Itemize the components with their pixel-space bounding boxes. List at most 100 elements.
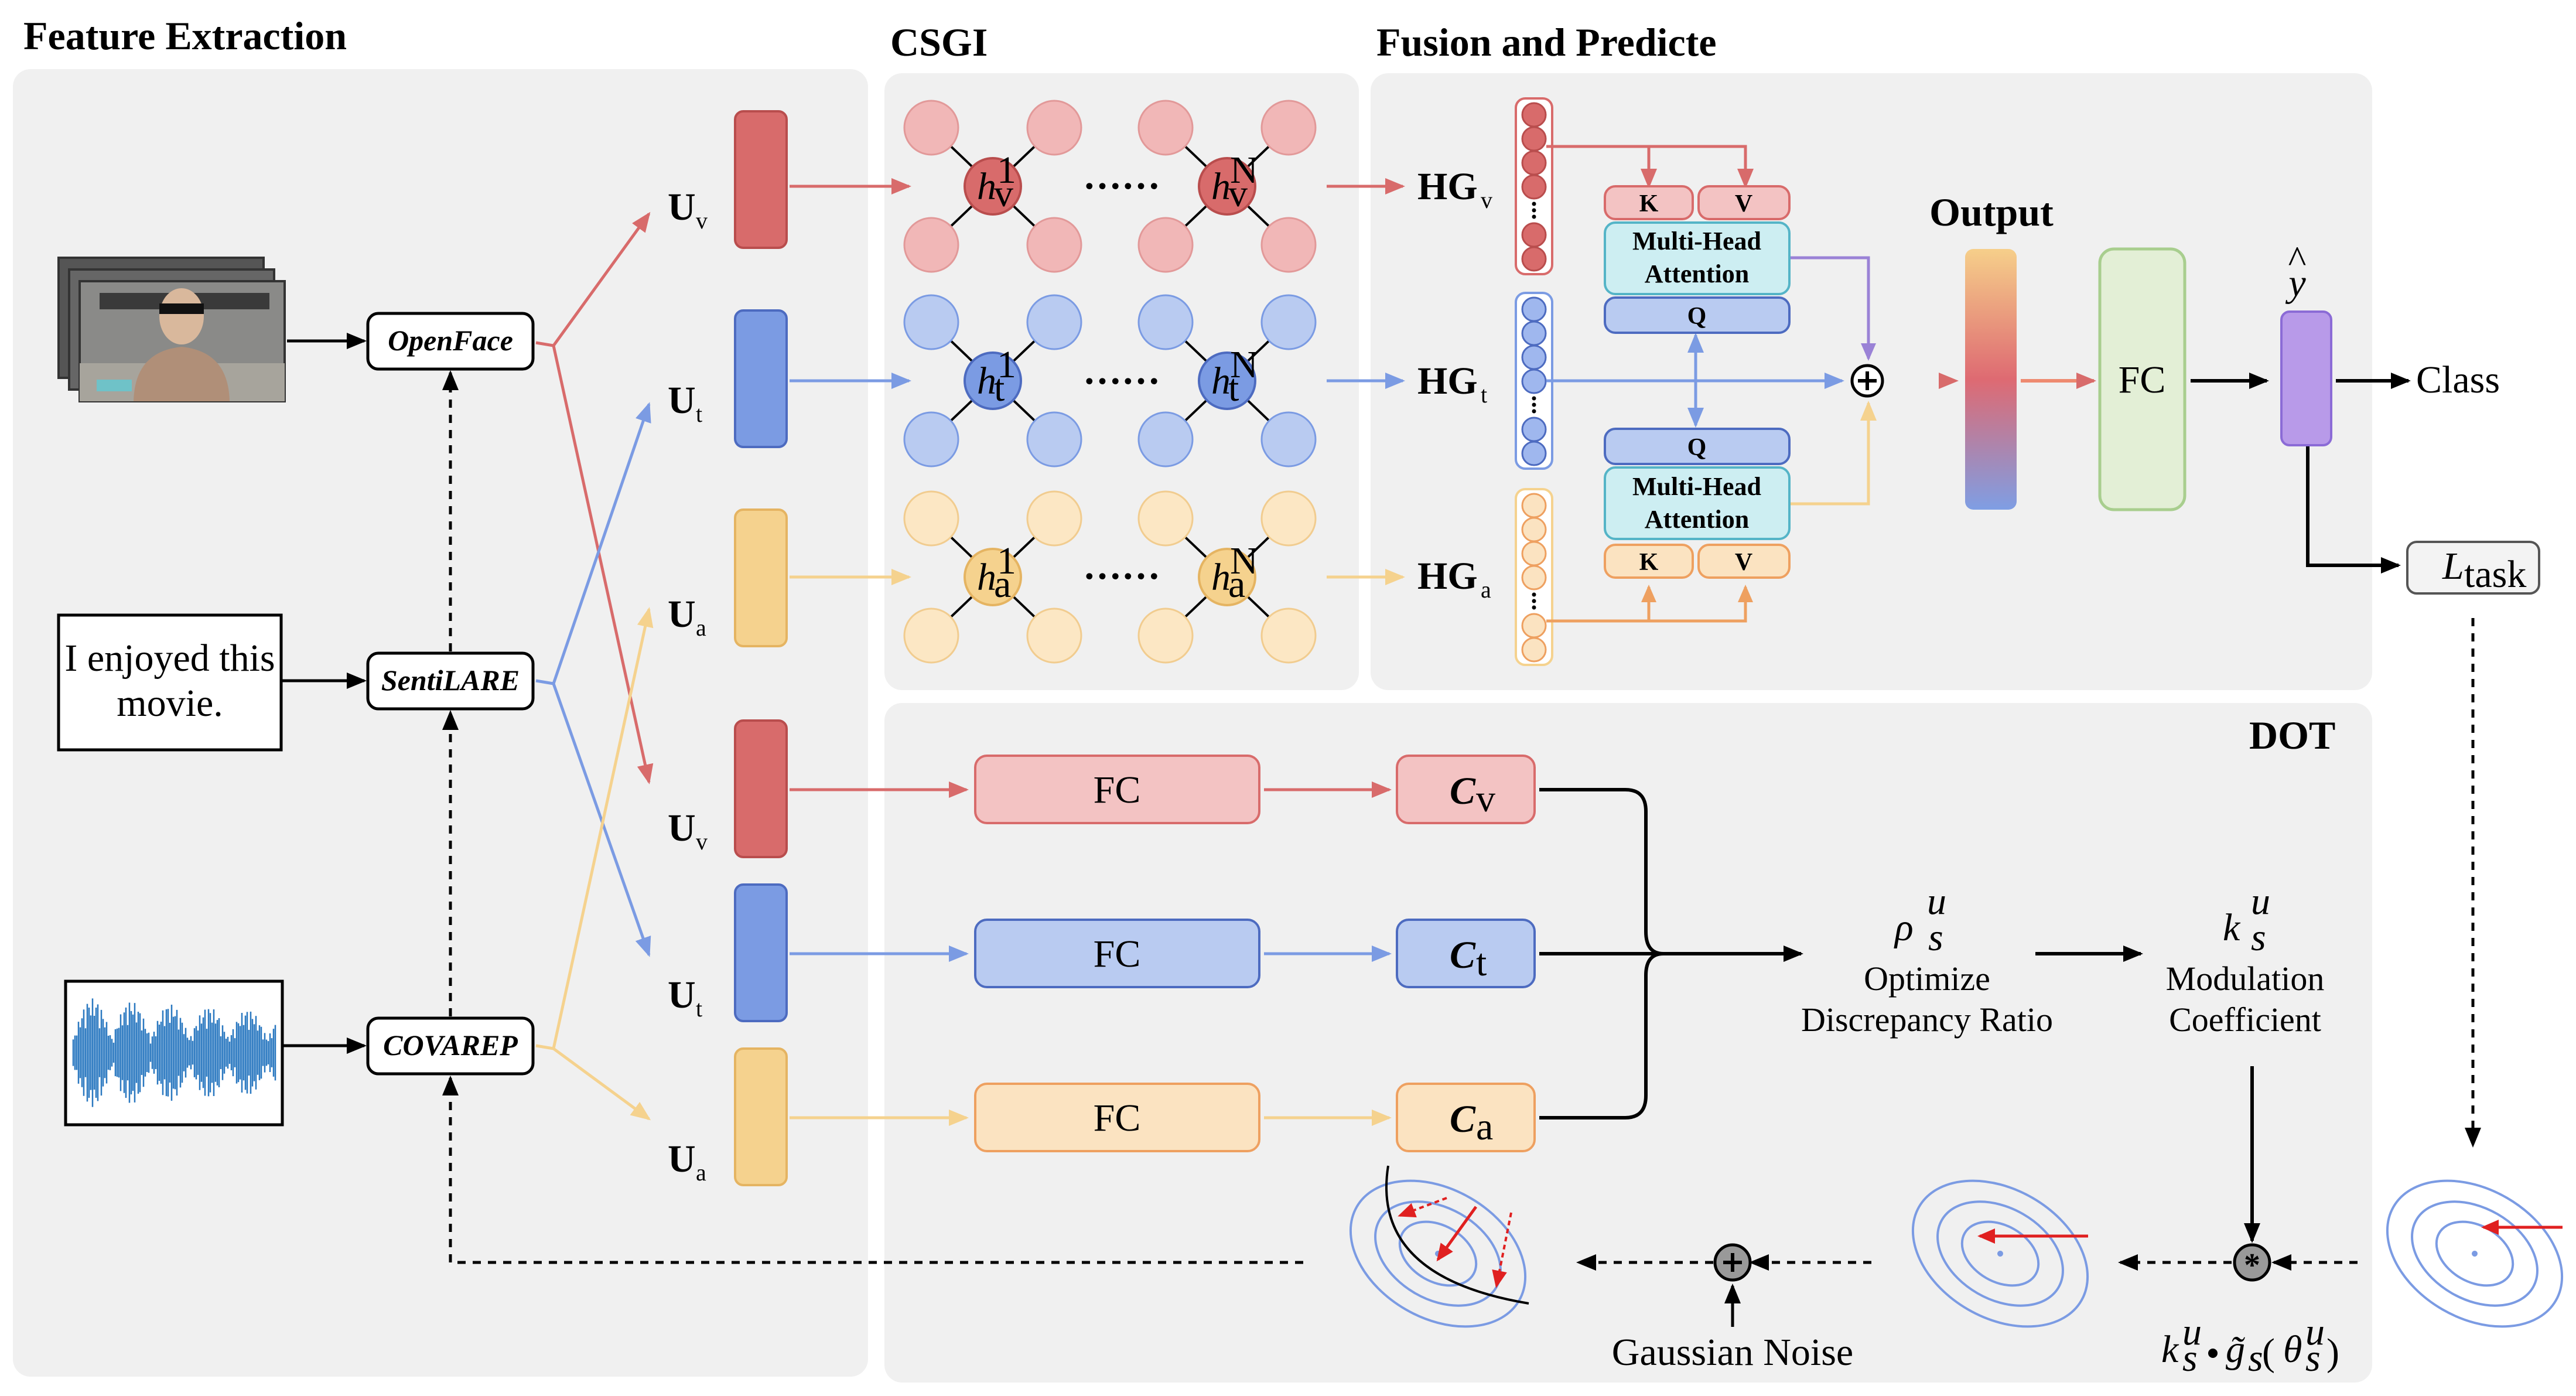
hg-t-base: HG: [1417, 360, 1478, 402]
text-input-line1: I enjoyed this: [64, 637, 275, 680]
ltask-base: L: [2442, 545, 2464, 588]
mha-bottom-line1: Multi-Head: [1632, 472, 1761, 501]
ut-bottom-base: U: [668, 974, 696, 1016]
hg-node-stacks: [1515, 97, 1553, 666]
ut-bottom-label: U t: [668, 974, 702, 1022]
h-v-n-base: h: [1211, 165, 1231, 208]
graph-center-node-a-n: [1198, 548, 1256, 606]
graph-neighbor-node: [1260, 607, 1317, 664]
noise-arrow-2: [1492, 1212, 1512, 1288]
class-label: Class: [2416, 359, 2500, 401]
k-top-label: K: [1639, 190, 1659, 217]
formula-k-sup: u: [2182, 1310, 2202, 1353]
graph-center-node-t-1: [964, 351, 1022, 410]
merge-bracket-bottom: [1539, 952, 1664, 1119]
graph-neighbor-node: [1026, 607, 1082, 664]
mha-top-box: [1604, 221, 1791, 295]
modulated-gradient-formula: k u s g̃ s ( θ u s ): [2161, 1310, 2339, 1380]
graph-neighbor-node: [1260, 100, 1317, 156]
formula-k-sub: s: [2182, 1337, 2198, 1380]
output-label: Output: [1929, 190, 2054, 234]
hg-stack-node: [1521, 126, 1547, 152]
csgi-panel: [884, 73, 1359, 690]
hg-stack-dot: [1532, 396, 1536, 401]
dot-fc-a-label: FC: [1094, 1097, 1141, 1139]
feature-extraction-title: Feature Extraction: [23, 13, 347, 58]
v-bottom-box: [1697, 544, 1791, 579]
loss-contour-middle: [1911, 1179, 2089, 1328]
hg-stack-node: [1521, 222, 1547, 248]
loss-contour-plots: [1349, 1165, 2564, 1328]
graph-neighbor-node: [1026, 490, 1082, 547]
gaussian-noise-label: Gaussian Noise: [1612, 1331, 1853, 1374]
graph-neighbor-node: [1260, 411, 1317, 467]
contour-ring: [2411, 1200, 2539, 1307]
attention-bottom-block: Q Multi-Head Attention K V: [1604, 428, 1791, 579]
ua-top-sub: a: [696, 615, 706, 641]
openface-box: [366, 312, 535, 371]
hg-stack-dot: [1532, 599, 1536, 603]
text-input-box: I enjoyed this movie.: [57, 613, 283, 752]
k-bottom-label: K: [1639, 549, 1659, 576]
hg-stack-node: [1521, 417, 1547, 442]
uv-bottom-base: U: [668, 807, 696, 849]
q-bottom-label: Q: [1687, 434, 1707, 461]
sentilare-box: [366, 651, 535, 711]
uv-top-base: U: [668, 186, 696, 228]
hg-stack-dot: [1532, 202, 1536, 206]
cv-sub: v: [1476, 777, 1495, 820]
ct-base: C: [1450, 934, 1476, 977]
rho-desc-line1: Optimize: [1864, 960, 1990, 998]
graph-neighbor-node: [1137, 490, 1194, 547]
covarep-box: [366, 1016, 535, 1076]
ltask-box: [2406, 541, 2540, 595]
audio-waveform-image: [64, 979, 284, 1127]
graph-neighbor-node: [903, 100, 959, 156]
mha-top-line1: Multi-Head: [1632, 227, 1761, 255]
ua-bottom-sub: a: [696, 1159, 706, 1186]
v-top-label: V: [1735, 190, 1752, 217]
noisy-gradient-arrow: [1436, 1206, 1478, 1262]
hg-a-label: HG a: [1417, 555, 1491, 603]
k-sup: u: [2251, 880, 2270, 923]
csgi-t-ellipsis: ……: [1083, 350, 1160, 392]
uv-bottom-bar: [734, 719, 788, 858]
h-a-1-sup: 1: [997, 540, 1016, 582]
graph-neighbor-node: [903, 490, 959, 547]
graph-neighbor-node: [1026, 411, 1082, 467]
cv-base: C: [1450, 770, 1476, 813]
dot-fc-v-box: [974, 755, 1260, 824]
svg-text:): ): [2326, 1331, 2339, 1374]
k-sub: s: [2251, 916, 2266, 959]
h-a-n-sub: a: [1228, 563, 1245, 606]
ca-box: [1396, 1083, 1536, 1152]
ct-sub: t: [1476, 941, 1487, 984]
dot-fc-t-label: FC: [1094, 933, 1141, 975]
hg-stack-node: [1521, 565, 1547, 591]
formula-theta-sub: s: [2305, 1337, 2321, 1380]
formula-g: g̃: [2226, 1328, 2246, 1371]
multiply-icon: *: [2233, 1243, 2271, 1284]
hg-stack-node: [1521, 246, 1547, 272]
covarep-label: COVAREP: [383, 1029, 518, 1061]
ua-bottom-bar: [734, 1047, 788, 1186]
graph-neighbor-node: [1137, 294, 1194, 350]
ca-sub: a: [1476, 1105, 1493, 1148]
ua-top-label: U a: [668, 593, 706, 641]
uv-top-label: U v: [668, 186, 708, 234]
hgv-to-v-top: [1546, 145, 1754, 189]
h-v-1-sup: 1: [997, 149, 1016, 192]
openface-label: OpenFace: [388, 324, 513, 357]
gaussian-plus-icon: [1713, 1243, 1752, 1282]
q-top-label: Q: [1687, 303, 1707, 330]
yhat-hat: ^: [2288, 238, 2307, 281]
contour-ring: [2386, 1179, 2564, 1328]
graph-neighbor-node: [903, 411, 959, 467]
graph-neighbor-node: [1137, 217, 1194, 273]
h-v-1-base: h: [977, 165, 996, 208]
mha-bottom-line2: Attention: [1645, 505, 1749, 534]
k-desc-line2: Coefficient: [2169, 1001, 2321, 1039]
v-top-box: [1697, 185, 1791, 220]
graph-neighbor-node: [1260, 490, 1317, 547]
hg-stack-node: [1521, 102, 1547, 128]
